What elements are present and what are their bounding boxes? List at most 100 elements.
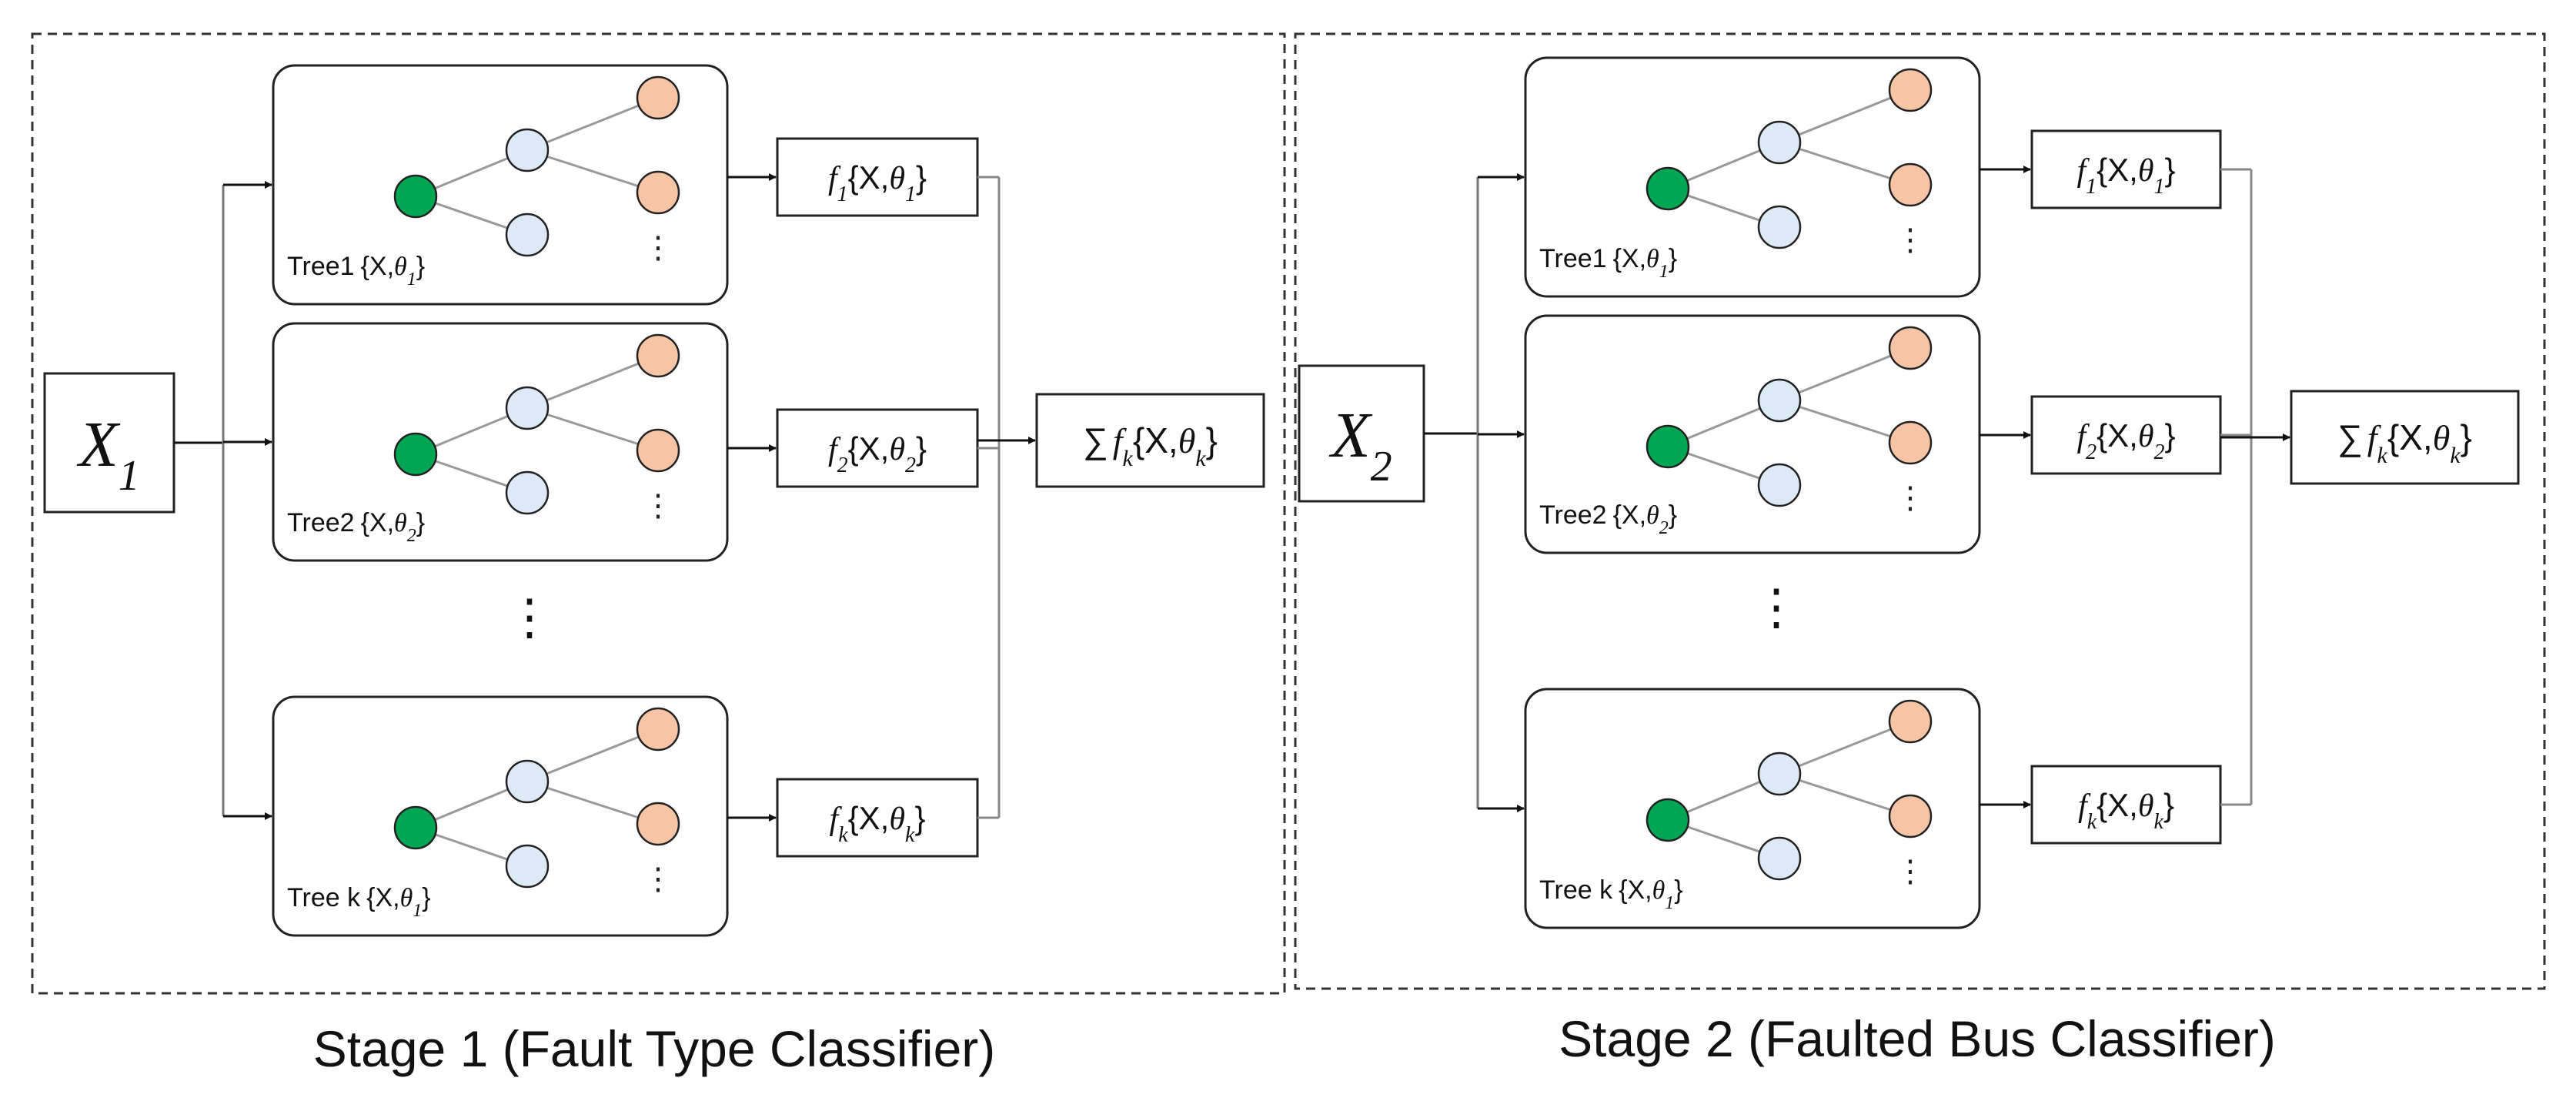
text-part: } — [422, 883, 430, 912]
text-part: } — [416, 508, 425, 537]
tree-label: Tree1{X,θ1} — [287, 252, 425, 290]
trees-ellipsis: ⋮ — [505, 589, 554, 644]
text-part: {X, — [2097, 787, 2138, 823]
text-part: 1 — [1665, 893, 1674, 913]
stage-frame — [1294, 32, 2546, 990]
inner-node — [505, 386, 550, 430]
leaf-node — [1888, 420, 1933, 465]
output-label: f2{X,θ2} — [828, 430, 927, 477]
leaf-node — [636, 333, 680, 378]
inner-node — [505, 470, 550, 515]
tree-edge — [1779, 89, 1911, 144]
tree-edge — [526, 149, 659, 194]
tree-box-2: ⋮Tree2{X,θ2} — [272, 322, 729, 562]
text-part: 2 — [2154, 440, 2165, 464]
output-label: fk{X,θk} — [830, 800, 926, 847]
tree-ellipsis: ⋮ — [643, 231, 673, 265]
text-part: ∑ — [2337, 417, 2363, 457]
leaf-node — [636, 75, 680, 120]
text-part: X — [76, 409, 121, 480]
output-box — [776, 778, 979, 858]
tree-edge — [526, 728, 659, 783]
tree-edge — [526, 354, 659, 410]
input-label: X2 — [1328, 400, 1392, 490]
text-part: } — [914, 800, 925, 836]
text-part: ⋮ — [643, 489, 673, 523]
text-part: {X, — [1613, 244, 1646, 273]
output-label: f1{X,θ1} — [2077, 152, 2175, 199]
inner-node — [505, 128, 550, 172]
text-part: {X, — [361, 252, 394, 281]
inner-node — [505, 844, 550, 889]
text-part: k — [2377, 443, 2388, 468]
text-part: } — [2461, 417, 2472, 457]
text-part: θ — [394, 509, 407, 537]
inner-node — [1757, 463, 1802, 507]
leaf-node — [1888, 68, 1933, 112]
root-node — [393, 805, 438, 850]
text-part: {X, — [848, 430, 890, 467]
text-part: } — [916, 159, 927, 196]
tree-edge — [1779, 720, 1911, 775]
text-part: {X, — [2097, 152, 2138, 188]
tree-edge — [526, 96, 659, 152]
text-part: k — [1195, 446, 1206, 471]
text-part: Tree2 — [287, 508, 355, 537]
sum-box — [1035, 393, 1265, 488]
text-part: {X, — [2097, 417, 2138, 454]
text-part: X — [1328, 400, 1373, 471]
leaf-node — [1888, 326, 1933, 370]
text-part: {X, — [2387, 417, 2433, 457]
tree-edge — [1779, 346, 1911, 402]
text-part: Stage 1 (Fault Type Classifier) — [313, 1020, 996, 1077]
text-part: θ — [889, 161, 905, 196]
text-part: } — [1206, 420, 1218, 460]
leaf-node — [1888, 162, 1933, 207]
text-part: } — [916, 430, 927, 467]
input-box — [1298, 364, 1425, 503]
text-part: θ — [1646, 245, 1659, 273]
tree-frame — [1524, 56, 1981, 298]
text-part: 2 — [837, 454, 848, 477]
text-part: } — [2163, 787, 2174, 823]
text-part: } — [416, 252, 425, 281]
output-label: f2{X,θ2} — [2077, 417, 2175, 464]
text-part: } — [2165, 152, 2176, 188]
text-part: {X, — [848, 800, 890, 836]
tree-ellipsis: ⋮ — [643, 489, 673, 523]
stage-2: X2⋮Tree1{X,θ1}⋮Tree2{X,θ2}⋮Tree k{X,θ1}⋮… — [1294, 32, 2546, 1067]
root-node — [1645, 798, 1690, 842]
tree-box-1: ⋮Tree1{X,θ1} — [1524, 56, 1981, 298]
output-box — [776, 408, 979, 488]
text-part: 1 — [1659, 262, 1669, 282]
tree-edge — [1779, 399, 1911, 444]
inner-node — [1757, 205, 1802, 249]
text-part: k — [2154, 810, 2164, 834]
tree-label: Tree1{X,θ1} — [1539, 244, 1677, 282]
inner-node — [505, 759, 550, 804]
tree-ellipsis: ⋮ — [1895, 223, 1926, 257]
output-box — [776, 137, 979, 217]
tree-frame — [1524, 688, 1981, 929]
tree-ellipsis: ⋮ — [643, 862, 673, 896]
text-part: } — [1669, 244, 1677, 273]
text-part: 2 — [905, 454, 916, 477]
input-label: X1 — [76, 409, 139, 500]
text-part: 2 — [1371, 443, 1392, 490]
tree-box-2: ⋮Tree2{X,θ2} — [1524, 314, 1981, 554]
root-node — [393, 432, 438, 477]
tree-box-3: ⋮Tree k{X,θ1} — [272, 695, 729, 937]
text-part: k — [1123, 446, 1134, 471]
root-node — [1645, 424, 1690, 469]
text-part: ⋮ — [643, 231, 673, 265]
tree-frame — [272, 695, 729, 937]
text-part: θ — [1652, 876, 1666, 905]
text-part: Tree k — [1539, 875, 1613, 905]
text-part: 1 — [2154, 175, 2165, 199]
leaf-node — [636, 707, 680, 751]
text-part: 1 — [2086, 175, 2097, 199]
text-part: Tree k — [287, 883, 361, 912]
text-part: θ — [2138, 153, 2154, 189]
root-node — [393, 174, 438, 219]
tree-box-3: ⋮Tree k{X,θ1} — [1524, 688, 1981, 929]
